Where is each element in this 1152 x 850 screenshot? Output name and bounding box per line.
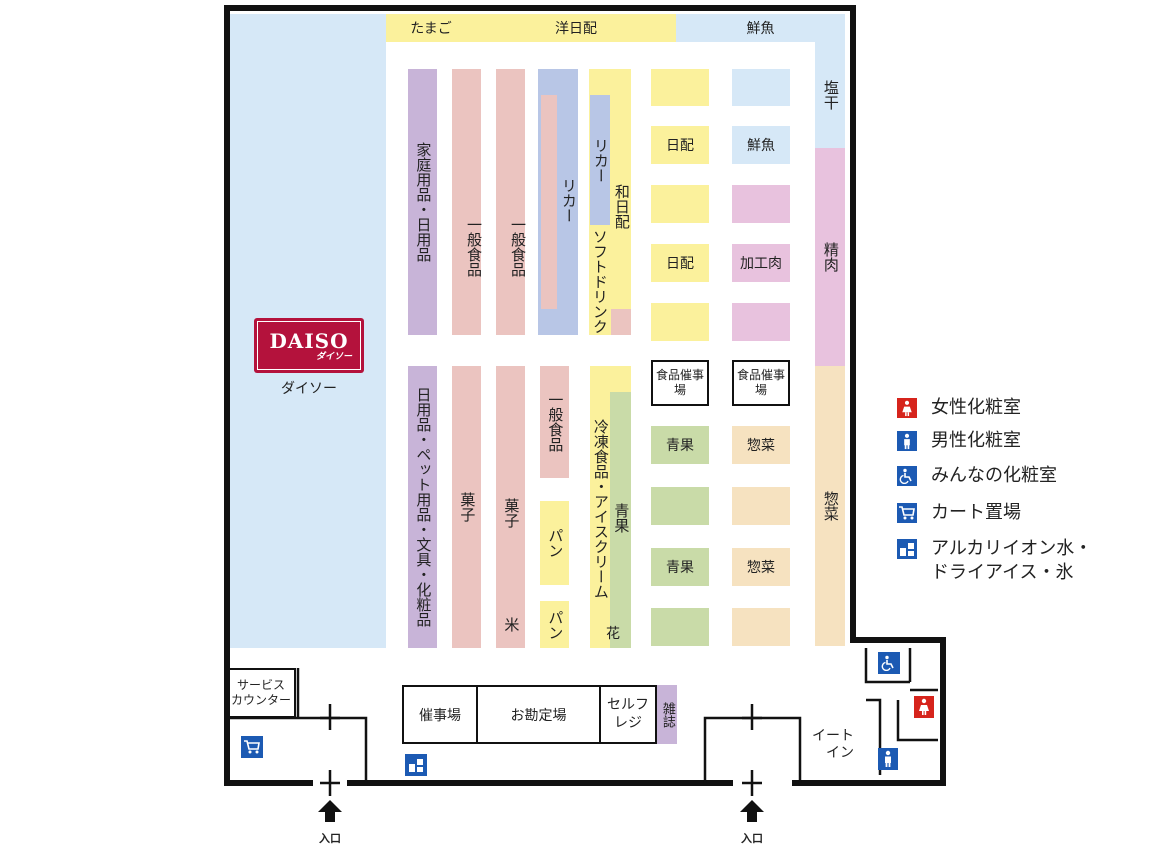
event-box-2: 食品催事場 [732,360,790,406]
female-restroom-icon [897,398,917,418]
legend-male-restroom: 男性化粧室 [897,429,1021,453]
male-restroom-icon [897,431,917,451]
shelf-pan-2: パン [540,601,569,648]
entrance-right-label[interactable]: 入口 [741,832,763,845]
label-hana: 花 [606,626,620,642]
shelf-seika-v [610,392,631,648]
fixture-r1 [732,185,790,223]
fixture-seika-1: 青果 [651,426,709,464]
accessible-restroom-icon [878,652,900,674]
daiso-caption: ダイソー [281,381,337,397]
water-ice-icon [405,754,427,776]
shelf-wanichi-end [611,309,631,335]
shelf-ippan-1: 一般食品 [452,69,483,335]
water-ice-icon [897,539,917,559]
shelf-pan-1: パン [540,501,569,585]
service-counter[interactable]: サービス カウンター [228,668,296,718]
zone-youbi: 洋日配 [476,14,676,42]
shelf-ippan-2: 一般食品 [496,69,527,335]
male-restroom-icon [878,748,898,770]
zone-tamago: たまご [386,14,476,42]
label-seika-v: 青果 [612,503,631,533]
shelf-ippan-3: 一般食品 [540,366,569,478]
zone-seiniku: 精肉 [815,148,845,366]
fixture-nichihai-2: 日配 [651,244,709,282]
fixture-kakouniku: 加工肉 [732,244,790,282]
zone-sengyo-top: 鮮魚 [676,14,845,42]
legend-cart: カート置場 [897,501,1021,525]
zone-souzai-right: 惣菜 [815,366,845,646]
entrance-left-label[interactable]: 入口 [319,832,341,845]
fixture-y1 [651,69,709,106]
fixture-g4 [651,608,709,646]
label-liquor-1: リカー [559,177,578,223]
fixture-sengyo: 鮮魚 [732,126,790,164]
shelf-katei: 家庭用品・日用品 [408,69,437,335]
shelf-kashi-2 [496,366,525,648]
label-softdrink: ソフトドリンク [590,228,609,334]
fixture-souzai-2: 惣菜 [732,548,790,586]
female-restroom-icon [914,696,934,718]
fixture-y5 [651,303,709,341]
legend-water-ice-line2: ドライアイス・氷 [931,562,1074,583]
cart-icon [241,736,263,758]
fixture-y3 [651,185,709,223]
fixture-r3 [732,303,790,341]
shelf-nichiyou-pet: 日用品・ペット用品・文具・化粧品 [408,366,437,648]
eat-in-area: イート イン [812,728,854,761]
legend-accessible-restroom: みんなの化粧室 [897,464,1057,488]
fixture-be4 [732,608,790,646]
daiso-logo-kana: ダイソー [315,351,352,362]
label-kashi-2: 菓子 [502,498,521,528]
self-register[interactable]: セルフ レジ [599,685,657,744]
legend-water-ice-line1: アルカリイオン水・ [931,538,1093,559]
daiso-logo-frame: DAISO ダイソー [257,321,361,370]
shelf-kashi-1: 菓子 [452,366,481,648]
fixture-souzai-1: 惣菜 [732,426,790,464]
legend-female-restroom: 女性化粧室 [897,396,1021,420]
label-reitou: 冷凍食品・アイスクリーム [591,419,610,599]
label-wanichi: 和日配 [612,183,631,229]
daiso-logo-text: DAISO [269,328,349,353]
fixture-g2 [651,487,709,525]
fixture-seika-2: 青果 [651,548,709,586]
saiji-area: 催事場 [402,685,478,744]
fixture-nichihai-1: 日配 [651,126,709,164]
daiso-logo: DAISO ダイソー [254,318,364,373]
legend-water-ice: アルカリイオン水・ ドライアイス・氷 [897,537,1092,585]
accessible-restroom-icon [897,466,917,486]
checkout-area[interactable]: お勘定場 [476,685,601,744]
shelf-zasshi: 雑誌 [657,685,677,744]
cart-icon [897,503,917,523]
shelf-liquor-2: リカー [590,95,610,225]
fixture-be2 [732,487,790,525]
shelf-liquor-inner [541,95,557,309]
event-box-1: 食品催事場 [651,360,709,406]
label-kome: 米 [502,616,521,632]
zone-enkan: 塩干 [815,42,845,148]
fixture-b1 [732,69,790,106]
